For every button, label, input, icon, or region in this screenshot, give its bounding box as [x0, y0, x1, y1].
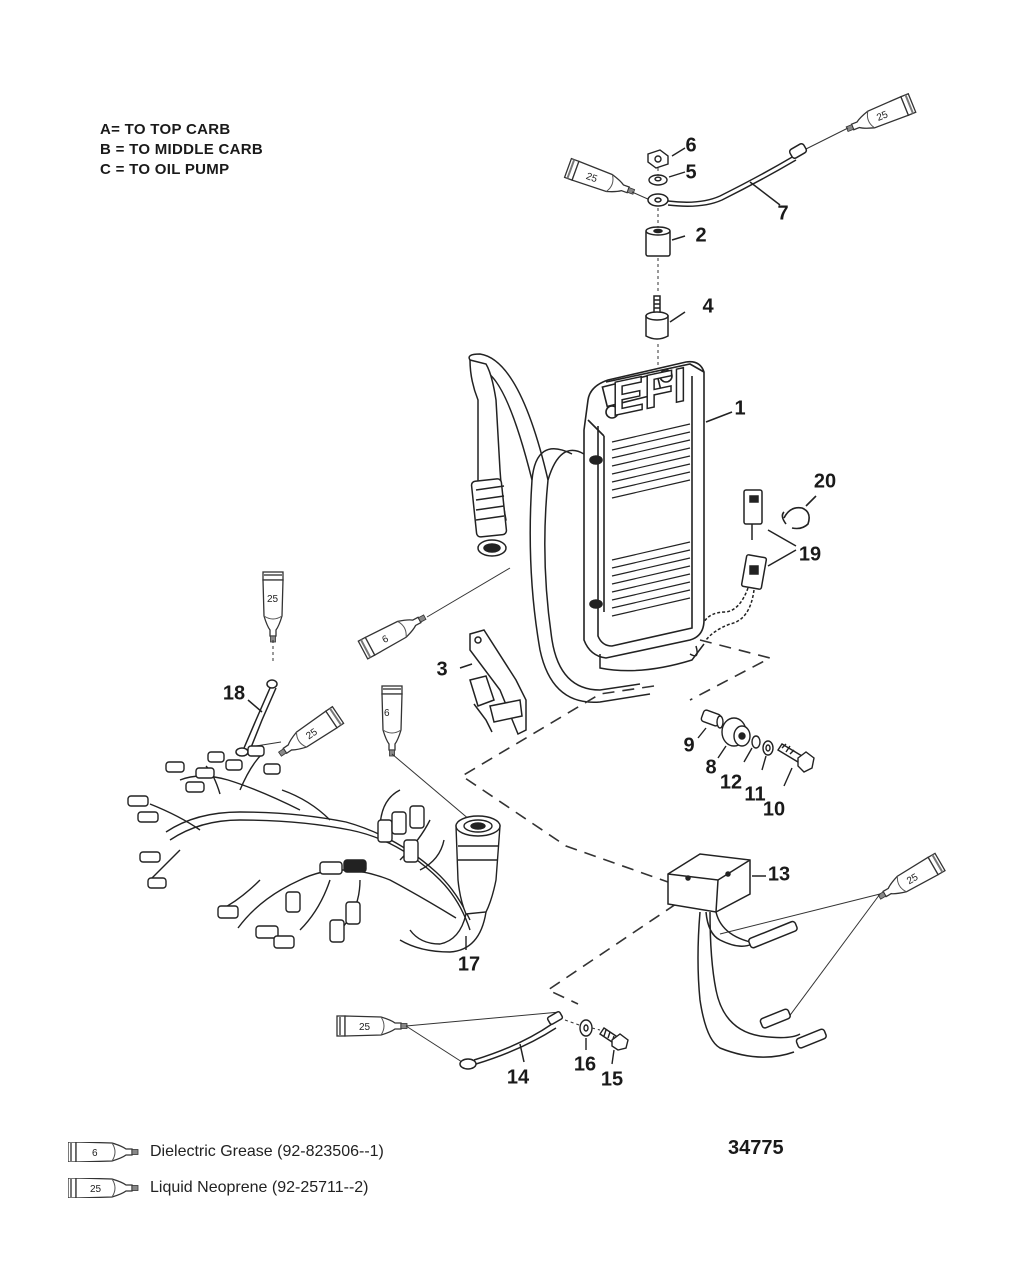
grommet-8 [717, 717, 751, 759]
ground-lead-18 [235, 679, 278, 757]
regulator-13 [667, 853, 827, 1058]
svg-text:25: 25 [584, 171, 599, 185]
washer-5 [648, 171, 686, 186]
neoprene-tube-icon: 25 [68, 1178, 139, 1198]
grease-tube-harness: 6 [357, 607, 431, 660]
callout-19: 19 [798, 543, 822, 566]
neoprene-tube-lead-18: 25 [273, 706, 345, 764]
svg-text:6: 6 [92, 1148, 98, 1159]
key-text-grease: Dielectric Grease (92-823506--1) [150, 1143, 384, 1160]
spacer-2 [645, 226, 686, 257]
nut-6 [647, 147, 686, 169]
callout-17: 17 [457, 953, 481, 976]
legend-line-a: A= TO TOP CARB [100, 121, 231, 138]
callout-9: 9 [683, 734, 695, 757]
legend-line-b: B = TO MIDDLE CARB [100, 141, 264, 158]
assembly-dash-lines [460, 639, 773, 1005]
svg-text:25: 25 [90, 1184, 102, 1195]
callout-2: 2 [695, 224, 707, 247]
svg-text:6: 6 [381, 633, 391, 646]
grease-tube-icon: 6 [68, 1142, 139, 1162]
neoprene-tube-vertical: 25 [262, 571, 284, 643]
key-row-neoprene: 25 Liquid Neoprene (92-25711--2) [68, 1177, 369, 1199]
bracket-3 [459, 629, 527, 736]
washer-11 [761, 740, 774, 771]
washer-12 [743, 735, 761, 763]
drawing-number: 34775 [728, 1137, 784, 1159]
ground-cable-14 [459, 1011, 564, 1070]
engine-harness-17 [127, 745, 501, 953]
grease-tube-connector: 6 [381, 685, 403, 757]
key-row-grease: 6 Dielectric Grease (92-823506--1) [68, 1141, 384, 1163]
callout-11: 11 [744, 783, 766, 806]
screw-15 [599, 1027, 629, 1065]
washer-16 [579, 1019, 593, 1050]
clip-20 [781, 495, 817, 530]
svg-text:25: 25 [875, 109, 890, 124]
svg-text:25: 25 [267, 594, 279, 605]
callout-18: 18 [222, 682, 246, 705]
callout-5: 5 [685, 161, 697, 184]
wiring-legend: A= TO TOP CARB B = TO MIDDLE CARB C = TO… [100, 120, 263, 180]
screw-10 [777, 743, 815, 787]
callout-12: 12 [719, 771, 743, 794]
mount-4 [645, 295, 686, 340]
callout-4: 4 [702, 295, 714, 318]
callout-6: 6 [685, 134, 697, 157]
neoprene-tube-regulator: 25 [873, 852, 946, 907]
svg-text:25: 25 [905, 872, 921, 887]
callout-16: 16 [573, 1053, 597, 1076]
callout-15: 15 [600, 1068, 624, 1091]
callout-14: 14 [506, 1066, 530, 1089]
callout-1: 1 [734, 397, 746, 420]
ecu-harness-loop [468, 353, 705, 703]
neoprene-tube-top-right: 25 [842, 93, 917, 140]
connector-19 [703, 489, 797, 641]
sleeve-9 [697, 709, 724, 739]
ecu-module-1: EFI [583, 357, 733, 659]
svg-text:6: 6 [384, 708, 390, 719]
svg-text:25: 25 [359, 1022, 371, 1033]
neoprene-tube-ground: 25 [336, 1015, 408, 1037]
battery-cable-7 [647, 143, 808, 207]
callout-8: 8 [705, 756, 717, 779]
key-text-neoprene: Liquid Neoprene (92-25711--2) [150, 1179, 369, 1196]
callout-10: 10 [762, 798, 786, 821]
callout-3: 3 [436, 658, 448, 681]
callout-13: 13 [767, 863, 791, 886]
callout-7: 7 [777, 202, 789, 225]
neoprene-tube-top-left: 25 [563, 157, 638, 202]
legend-line-c: C = TO OIL PUMP [100, 161, 230, 178]
callout-20: 20 [813, 470, 837, 493]
